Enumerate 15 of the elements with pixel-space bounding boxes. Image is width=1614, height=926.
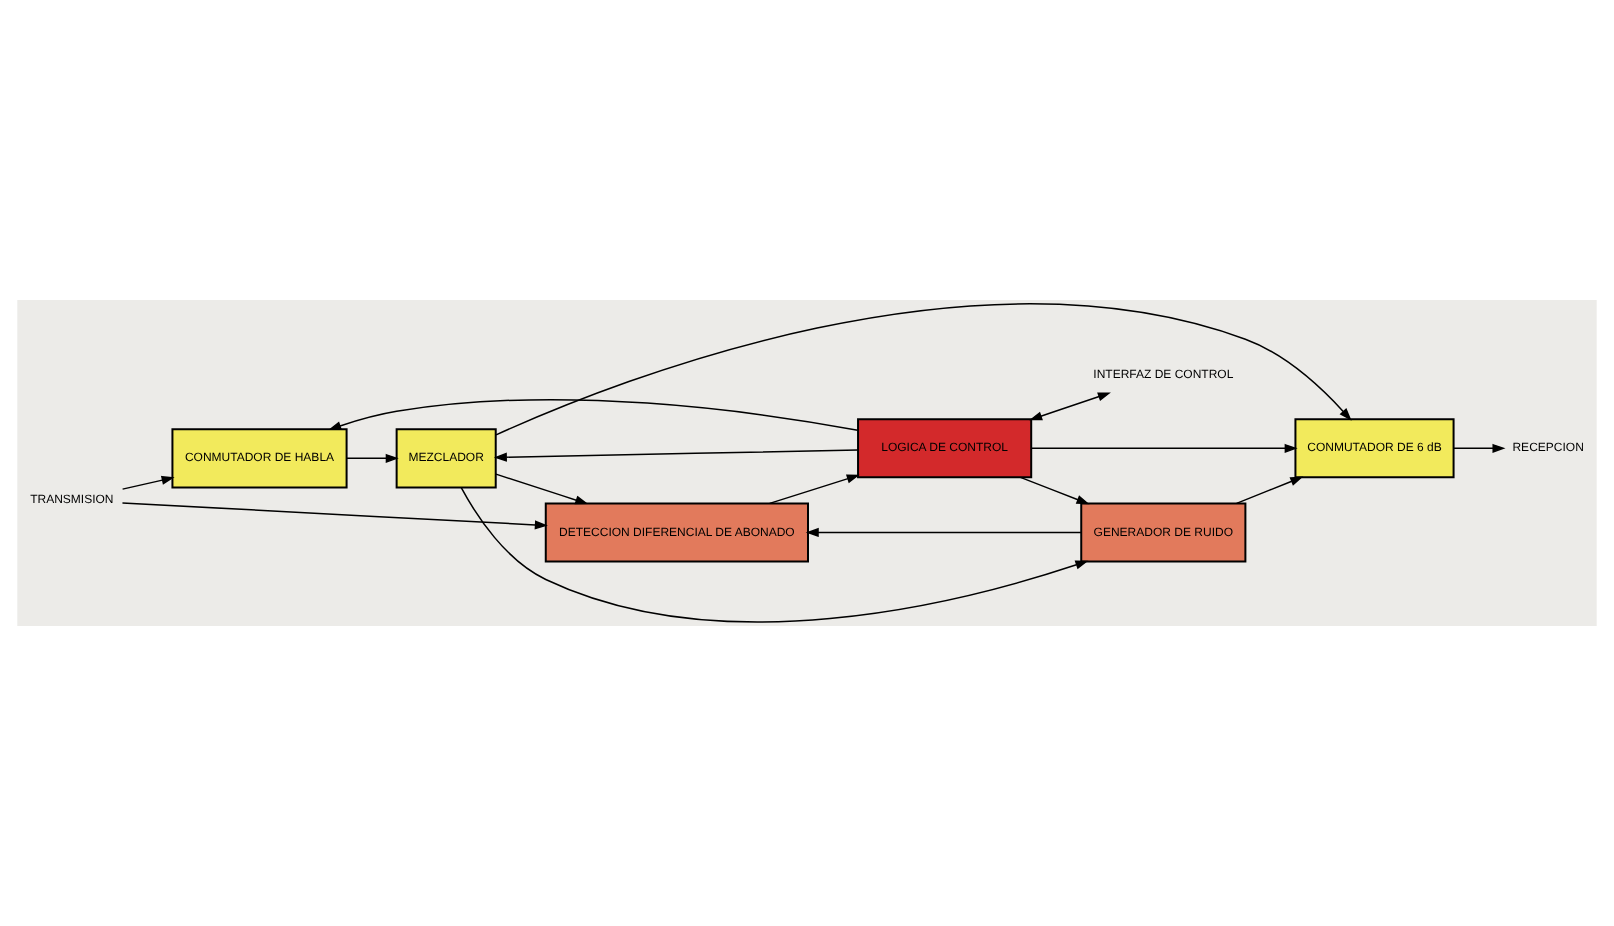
arrow xyxy=(768,474,860,505)
arrow xyxy=(1030,443,1298,453)
arrow xyxy=(805,527,1082,537)
arrow xyxy=(1235,476,1304,505)
arrow xyxy=(121,502,548,530)
arrow xyxy=(345,453,399,463)
arrow xyxy=(495,303,1352,436)
arrow xyxy=(1453,443,1506,453)
arrow xyxy=(460,486,1089,623)
arrow xyxy=(493,449,859,462)
arrow xyxy=(1029,392,1111,421)
arrow xyxy=(328,399,859,431)
arrow xyxy=(121,475,175,490)
arrow xyxy=(1019,476,1090,505)
arrow xyxy=(495,473,589,505)
